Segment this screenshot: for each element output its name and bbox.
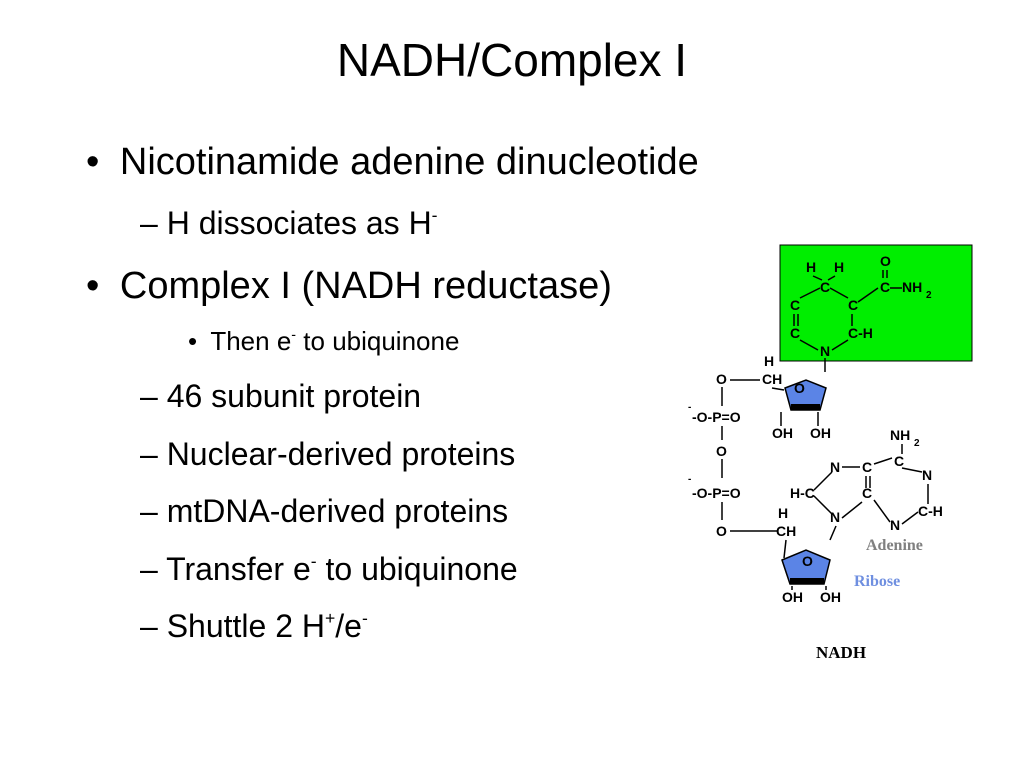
nadh-structure-diagram: H H O C C NH 2 C C C C-H N H CH O OH OH <box>688 244 973 662</box>
atom-c: C <box>862 459 872 475</box>
dash-marker: – <box>140 551 158 587</box>
atom-c-h: C-H <box>848 325 873 341</box>
atom-h: H <box>778 505 788 521</box>
sub-item-h-dissociates: – H dissociates as H- <box>140 204 438 242</box>
sub-item-mtdna: – mtDNA-derived proteins <box>140 492 508 530</box>
subsub-item-then: • Then e- to ubiquinone <box>188 325 459 357</box>
adenine-structure: NH 2 N C C N H-C C C-H N N <box>790 427 943 541</box>
ribose-ring-edge <box>790 578 824 584</box>
legend-adenine: Adenine <box>866 537 923 554</box>
atom-c-h: C-H <box>918 503 943 519</box>
phosphate-group: -O-P=O <box>692 409 741 425</box>
atom-n: N <box>890 517 900 533</box>
atom-n: N <box>830 459 840 475</box>
sub-item-text: mtDNA-derived proteins <box>166 493 509 529</box>
superscript: - <box>431 204 438 225</box>
bullet-item-nad: • Nicotinamide adenine dinucleotide <box>86 140 699 184</box>
subscript-2: 2 <box>914 438 920 449</box>
atom-h: H <box>764 353 774 369</box>
atom-o: O <box>716 523 727 539</box>
atom-h-c: H-C <box>790 485 815 501</box>
ribose-ring-edge <box>791 404 820 410</box>
nicotinamide-structure: H H O C C NH 2 C C C C-H N <box>790 253 932 359</box>
subsub-text-after: to ubiquinone <box>296 326 460 356</box>
sub-item-text: Shuttle 2 H <box>166 608 325 644</box>
atom-oh: OH <box>820 589 841 605</box>
atom-oh: OH <box>810 425 831 441</box>
atom-n: N <box>820 343 830 359</box>
nicotinamide-box <box>779 244 973 362</box>
atom-c: C <box>790 325 800 341</box>
sub-item-text-after: to ubiquinone <box>316 551 518 587</box>
atom-o: O <box>880 253 891 269</box>
legend-ribose: Ribose <box>854 573 900 590</box>
dash-marker: – <box>140 608 158 644</box>
dash-marker: – <box>140 493 158 529</box>
atom-n: N <box>830 509 840 525</box>
dash-marker: – <box>140 378 158 414</box>
sub-item-shuttle: – Shuttle 2 H+/e- <box>140 607 368 645</box>
atom-h: H <box>834 259 844 275</box>
atom-n: N <box>922 467 932 483</box>
atom-c: C <box>862 485 872 501</box>
atom-c: C <box>880 279 890 295</box>
bullet-marker: • <box>86 265 100 307</box>
atom-o: O <box>794 380 805 396</box>
slide-title: NADH/Complex I <box>336 34 688 86</box>
bullet-item-complex-i: • Complex I (NADH reductase) <box>86 264 612 308</box>
sub-item-text: 46 subunit protein <box>166 378 422 414</box>
phosphate-group: -O-P=O <box>692 485 741 501</box>
superscript: + <box>325 607 336 628</box>
atom-oh: OH <box>782 589 803 605</box>
atom-h: H <box>806 259 816 275</box>
lower-ribose: H CH O OH OH <box>776 505 841 605</box>
atom-o: O <box>716 371 727 387</box>
atom-nh2: NH <box>902 279 922 295</box>
atom-ch: CH <box>776 523 796 539</box>
atom-c: C <box>894 453 904 469</box>
sub-item-nuclear: – Nuclear-derived proteins <box>140 435 515 473</box>
subsub-text: Then e <box>210 326 292 356</box>
sub-item-transfer: – Transfer e- to ubiquinone <box>140 550 518 588</box>
sub-item-46-subunit: – 46 subunit protein <box>140 377 421 415</box>
sub-item-text: Transfer e <box>166 551 311 587</box>
sub-item-text: Nuclear-derived proteins <box>166 436 516 472</box>
dash-marker: – <box>140 205 158 241</box>
ribose-ring <box>781 549 831 585</box>
atom-nh2: NH <box>890 427 910 443</box>
subscript-2: 2 <box>926 290 932 301</box>
atom-o: O <box>802 553 813 569</box>
sub-item-text-mid: /e <box>335 608 362 644</box>
superscript: - <box>310 550 317 571</box>
sub-item-text: H dissociates as H <box>166 205 432 241</box>
ribose-ring <box>784 379 827 411</box>
atom-c: C <box>790 297 800 313</box>
dash-marker: – <box>140 436 158 472</box>
upper-ribose: H CH O OH OH <box>730 353 831 441</box>
atom-c: C <box>848 297 858 313</box>
charge-minus: - <box>688 402 691 413</box>
superscript: - <box>361 607 368 628</box>
atom-oh: OH <box>772 425 793 441</box>
atom-ch: CH <box>762 371 782 387</box>
charge-minus: - <box>688 474 691 485</box>
bullet-text: Complex I (NADH reductase) <box>119 265 612 307</box>
superscript: - <box>291 327 297 344</box>
diagram-caption: NADH <box>816 643 866 662</box>
atom-o: O <box>716 443 727 459</box>
bullet-marker: • <box>86 141 100 183</box>
phosphate-chain: O - -O-P=O O - -O-P=O O <box>688 371 778 539</box>
bullet-marker: • <box>188 326 198 356</box>
bullet-text: Nicotinamide adenine dinucleotide <box>119 141 699 183</box>
atom-c: C <box>820 279 830 295</box>
